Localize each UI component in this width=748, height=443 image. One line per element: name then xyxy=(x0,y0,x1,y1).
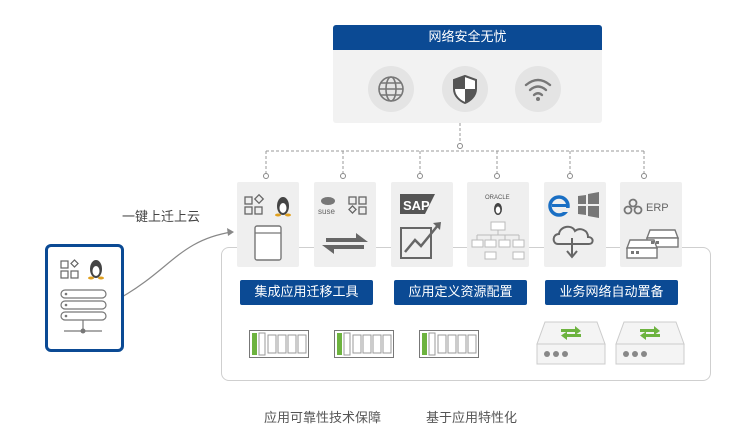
tile-linux-apps xyxy=(237,182,299,267)
tile-erp: ERP xyxy=(620,182,682,267)
globe-icon xyxy=(368,66,414,112)
sap-logo xyxy=(400,194,435,214)
ie-logo xyxy=(548,195,570,217)
svg-text:ERP: ERP xyxy=(646,202,669,214)
label-migration-tool: 集成应用迁移工具 xyxy=(240,280,373,305)
server-module-2 xyxy=(334,330,394,358)
server-module-1 xyxy=(249,330,309,358)
linux-penguin-icon xyxy=(275,197,291,217)
caption-reliability: 应用可靠性技术保障 xyxy=(264,411,382,426)
oracle-logo: ORACLE xyxy=(485,195,510,201)
label-resource-config: 应用定义资源配置 xyxy=(394,280,527,305)
tile-sap: SAP xyxy=(391,182,453,267)
network-switch-2 xyxy=(615,321,685,365)
linux-penguin-icon xyxy=(88,260,104,280)
tile-suse-migrate: suse xyxy=(314,182,376,267)
source-server-card xyxy=(45,244,124,352)
svg-text:suse: suse xyxy=(318,207,335,216)
erp-icon xyxy=(623,198,643,215)
shield-icon xyxy=(442,66,488,112)
wifi-icon xyxy=(515,66,561,112)
server-module-3 xyxy=(419,330,479,358)
security-title: 网络安全无忧 xyxy=(333,25,602,50)
tile-windows-cloud xyxy=(544,182,606,267)
network-switch-1 xyxy=(536,321,606,365)
svg-text:SAP: SAP xyxy=(403,198,430,213)
caption-personalization: 基于应用特性化 xyxy=(426,411,518,426)
suse-logo: suse xyxy=(318,197,335,216)
label-network-provision: 业务网络自动置备 xyxy=(545,280,678,305)
linux-penguin-icon xyxy=(494,203,502,215)
tile-oracle: ORACLE xyxy=(467,182,529,267)
one-click-cloud-text: 一键上迁上云 xyxy=(122,210,201,225)
windows-logo xyxy=(578,192,599,218)
